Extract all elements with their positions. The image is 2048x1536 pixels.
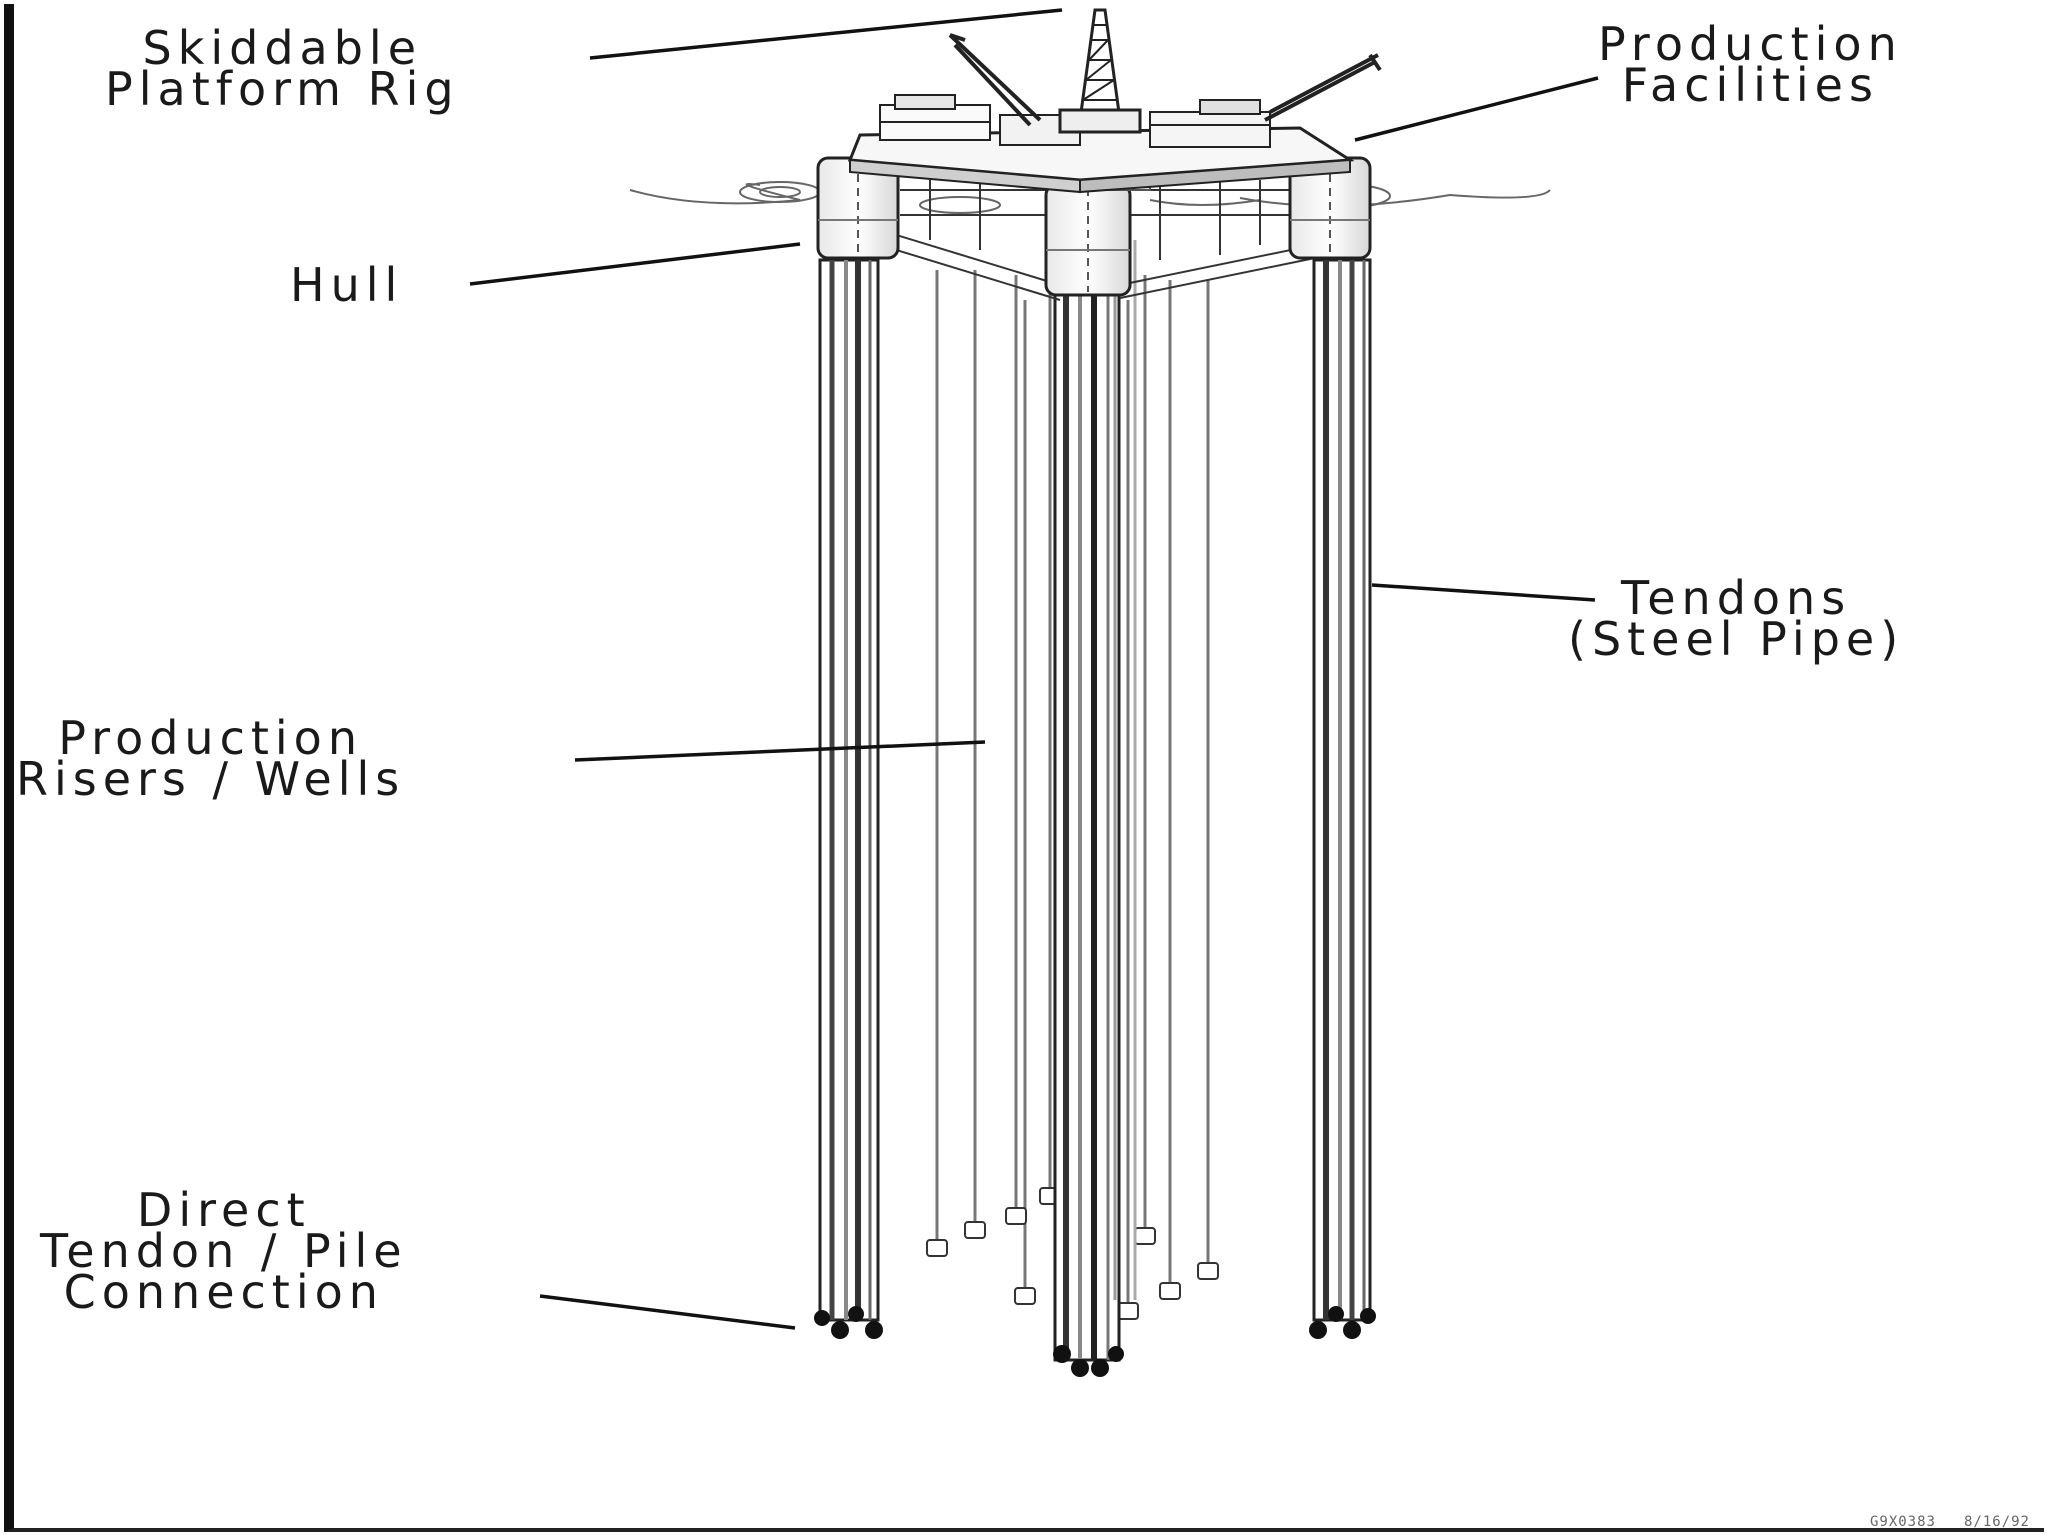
derrick (1058, 8, 1142, 134)
pile-connection-right (1309, 1306, 1376, 1339)
image-frame (4, 4, 2044, 1532)
label-hull-text: Hull (290, 258, 404, 312)
label-connection-line-2: Tendon / Pile (40, 1224, 408, 1278)
leader-risers (574, 740, 986, 762)
tendon-group-center (1053, 288, 1121, 1362)
label-risers-line-2: Risers / Wells (16, 752, 406, 806)
label-connection-line-1: Direct (136, 1183, 311, 1237)
drawing-reference: G9X0383 8/16/92 (1842, 1514, 2030, 1530)
label-tendons: Tendons (Steel Pipe) (1568, 571, 1905, 666)
drawing-code: G9X0383 (1869, 1514, 1936, 1530)
label-production-facilities: Production Facilities (1598, 17, 1903, 112)
leader-tendons (1371, 583, 1596, 602)
label-direct-tendon-pile-connection: Direct Tendon / Pile Connection (40, 1183, 408, 1319)
hull (816, 126, 1372, 301)
label-production-risers: Production Risers / Wells (16, 711, 406, 806)
leader-lines (469, 8, 1599, 1330)
label-tendons-line-2: (Steel Pipe) (1568, 612, 1905, 666)
crane-right (1264, 53, 1382, 122)
drawing-date: 8/16/92 (1963, 1514, 2030, 1530)
pile-connection-center (1053, 1345, 1124, 1377)
label-connection-line-3: Connection (63, 1265, 384, 1319)
label-hull: Hull (290, 258, 404, 312)
leader-facilities (1354, 76, 1599, 142)
tendon-group-right (1312, 258, 1372, 1322)
label-rig-line-1: Skiddable (142, 21, 423, 75)
leader-rig (589, 8, 1063, 60)
label-risers-line-1: Production (58, 711, 363, 765)
pile-connection-left (814, 1306, 883, 1339)
label-facilities-line-2: Facilities (1621, 58, 1879, 112)
label-rig-line-2: Platform Rig (105, 62, 460, 116)
tendon-group-left (818, 258, 880, 1322)
label-facilities-line-1: Production (1598, 17, 1903, 71)
crane-left (948, 33, 1042, 127)
leader-hull (469, 242, 801, 286)
tendon-group-back (1113, 240, 1137, 1300)
label-skiddable-platform-rig: Skiddable Platform Rig (105, 21, 460, 116)
label-tendons-line-1: Tendons (1620, 571, 1852, 625)
leader-connection (539, 1294, 796, 1330)
